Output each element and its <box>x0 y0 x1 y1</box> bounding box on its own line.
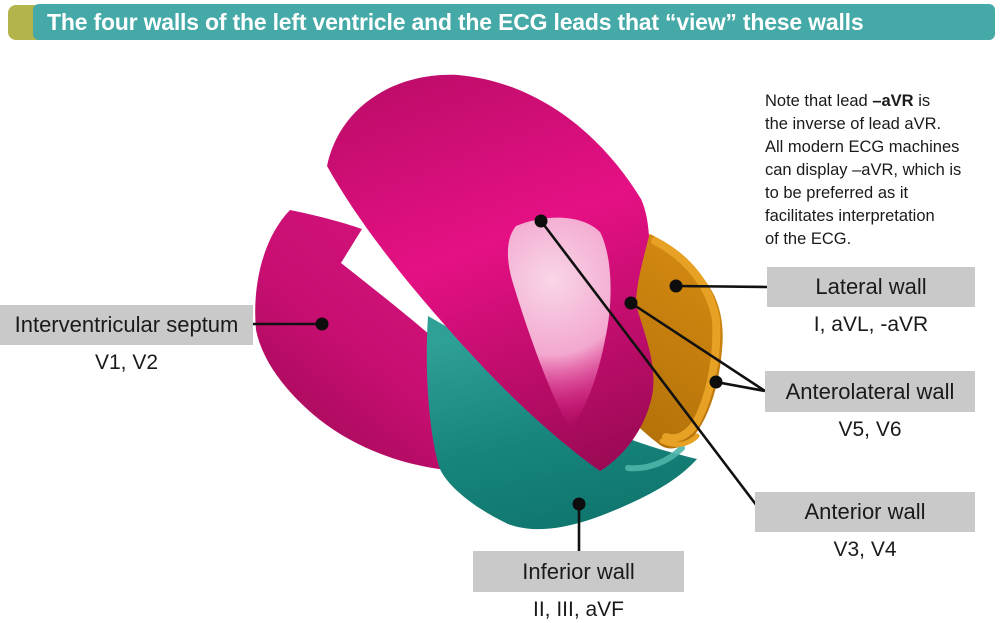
callout-line-lateral <box>675 284 768 289</box>
leads-interventricular-septum: V1, V2 <box>94 351 159 374</box>
avr-note-line: Note that lead –aVR is <box>765 92 931 110</box>
callout-dot-anterior <box>534 214 548 228</box>
callout-line-anterior <box>539 220 759 507</box>
label-inferior-wall: Inferior wall <box>473 551 684 592</box>
label-interventricular-septum: Interventricular septum <box>0 305 253 345</box>
apex-highlight <box>507 217 611 428</box>
page-title: The four walls of the left ventricle and… <box>47 9 864 35</box>
callout-dot-anterolateral-1 <box>624 296 638 310</box>
callout-dot-lateral <box>669 279 683 293</box>
avr-note-line: of the ECG. <box>765 230 852 248</box>
callout-line-anterolateral-1 <box>630 301 766 393</box>
avr-note-line: All modern ECG machines <box>765 138 960 156</box>
callout-line-anterolateral-2 <box>715 380 766 393</box>
header-bar: The four walls of the left ventricle and… <box>33 4 995 40</box>
avr-note-line: to be preferred as it <box>765 184 909 202</box>
label-anterolateral-wall: Anterolateral wall <box>765 371 975 412</box>
leads-anterolateral-wall: V5, V6 <box>838 418 902 441</box>
leads-inferior-wall: II, III, aVF <box>532 597 625 621</box>
label-lateral-wall: Lateral wall <box>767 267 975 307</box>
label-anterior-wall: Anterior wall <box>755 492 975 532</box>
avr-note-bold: –aVR <box>872 92 914 110</box>
avr-note-line: the inverse of lead aVR. <box>765 115 942 133</box>
callout-dot-anterolateral-2 <box>709 375 723 389</box>
callout-lines <box>253 220 768 553</box>
callout-dot-inferior <box>572 497 586 511</box>
callout-dot-septum <box>315 317 329 331</box>
leads-lateral-wall: I, aVL, -aVR <box>813 313 929 336</box>
avr-note-line: facilitates interpretation <box>765 207 935 225</box>
inferior-wall-rim-highlight <box>625 445 685 472</box>
avr-note-line: can display –aVR, which is <box>765 161 962 179</box>
lateral-wall-fold <box>659 433 700 447</box>
avr-note: Note that lead –aVR is the inverse of le… <box>765 90 1000 251</box>
callout-dots <box>315 214 723 511</box>
leads-anterior-wall: V3, V4 <box>833 538 897 561</box>
